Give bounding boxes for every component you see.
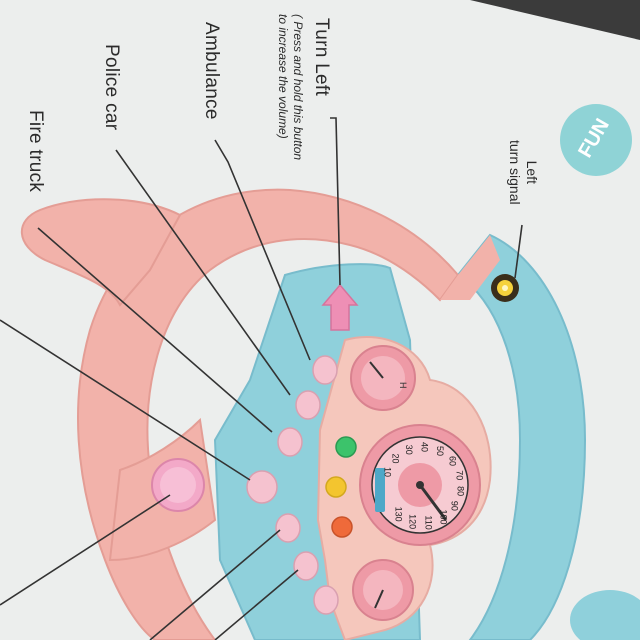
speedometer-tick-70: 70 bbox=[455, 470, 465, 480]
speedometer-tick-60: 60 bbox=[448, 456, 458, 466]
left-turn-signal-line-2: turn signal bbox=[507, 140, 523, 205]
rim-joint bbox=[440, 235, 500, 300]
left-turn-signal-light bbox=[491, 274, 519, 302]
speedometer-tick-110: 110 bbox=[424, 515, 434, 529]
speedometer-tick-50: 50 bbox=[435, 446, 445, 456]
speedometer-tick-30: 30 bbox=[404, 445, 414, 455]
speedometer-tick-20: 20 bbox=[391, 453, 401, 463]
wheel-extension bbox=[20, 198, 182, 307]
fun-badge: FUN bbox=[560, 104, 632, 176]
speedometer-tick-100: 100 bbox=[438, 509, 448, 524]
sound-button-7[interactable] bbox=[313, 585, 339, 615]
tachometer bbox=[352, 559, 414, 621]
orange-indicator-light bbox=[331, 516, 353, 538]
wheel-rim-blue-bottom bbox=[570, 590, 640, 640]
wheel-rim-blue bbox=[456, 233, 587, 640]
turn-left-label: Turn Left bbox=[311, 18, 332, 97]
svg-text:H: H bbox=[398, 382, 408, 389]
ambulance-label: Ambulance bbox=[201, 22, 222, 120]
left-turn-signal-line-1: Left bbox=[524, 160, 540, 184]
police-car-button[interactable] bbox=[295, 390, 321, 420]
fire-truck-button[interactable] bbox=[277, 427, 303, 457]
green-indicator-light bbox=[335, 436, 357, 458]
horn-button[interactable] bbox=[151, 458, 205, 512]
ambulance-button[interactable] bbox=[312, 355, 338, 385]
sound-button-5[interactable] bbox=[275, 513, 301, 543]
fun-badge-text: FUN bbox=[574, 114, 614, 162]
yellow-indicator-light bbox=[325, 476, 347, 498]
pointer-lines bbox=[0, 117, 523, 640]
speedometer-tick-130: 130 bbox=[394, 507, 404, 522]
speedometer-tick-80: 80 bbox=[456, 486, 466, 496]
left-turn-signal-label: Left turn signal bbox=[506, 140, 540, 205]
box-corner-shadow bbox=[470, 0, 640, 40]
turn-left-note-line-2: to increase the volume) bbox=[276, 14, 290, 139]
fuel-gauge: H bbox=[350, 345, 416, 411]
sound-button-6[interactable] bbox=[293, 551, 319, 581]
fire-truck-label: Fire truck bbox=[25, 110, 46, 193]
speedometer-tick-40: 40 bbox=[420, 442, 430, 452]
turn-left-note-line-1: ( Press and hold this button bbox=[291, 14, 305, 161]
bow-button[interactable] bbox=[246, 470, 278, 504]
turn-left-button[interactable] bbox=[321, 283, 359, 331]
police-car-label: Police car bbox=[101, 44, 122, 131]
speedometer-tick-120: 120 bbox=[408, 514, 418, 529]
speedometer-tick-90: 90 bbox=[450, 501, 460, 511]
speedometer-tick-10: 10 bbox=[382, 467, 392, 477]
